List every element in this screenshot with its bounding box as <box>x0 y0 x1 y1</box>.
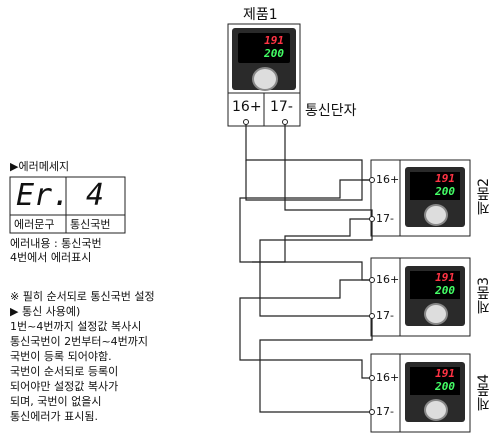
product4-label: 제품4 <box>476 374 492 411</box>
product2-terminal-minus: 17- <box>376 212 394 225</box>
product4-terminal-plus: 16+ <box>376 371 400 384</box>
error-panel-title: ▶에러메세지 <box>10 160 70 173</box>
product4-terminal-minus: 17- <box>376 405 394 418</box>
product1-device-icon: 191 200 <box>232 28 296 91</box>
product1-terminal-plus: 16+ <box>232 99 262 115</box>
note-line-4: 통신국번이 2번부터~4번까지 <box>10 335 149 348</box>
terminal-label: 통신단자 <box>305 103 357 119</box>
note-line-9: 통신에러가 표시됨. <box>10 410 98 423</box>
device-bottom-readout: 200 <box>435 284 455 297</box>
device-dial-icon <box>424 204 448 226</box>
product2-device-icon: 191 200 <box>405 167 465 227</box>
device-dial-icon <box>424 303 448 325</box>
product3-device-icon: 191 200 <box>405 266 465 326</box>
error-label-left: 에러문구 <box>14 218 55 231</box>
error-station-digit: 4 <box>86 178 105 213</box>
product2-label: 제품2 <box>476 178 492 215</box>
device-bottom-readout: 200 <box>435 380 455 393</box>
communication-wires <box>239 122 373 413</box>
error-code-digits: Er. <box>16 178 71 213</box>
device-bottom-readout: 200 <box>435 185 455 198</box>
note-line-7: 되어야만 설정값 복사가 <box>10 380 119 393</box>
note-line-1: ※ 필히 순서되로 통신국번 설정 <box>10 290 155 303</box>
note-line-6: 국번이 순서되로 등록이 <box>10 365 119 378</box>
device-top-readout: 191 <box>435 367 455 380</box>
device-top-readout: 191 <box>435 172 455 185</box>
product1-terminal-minus: 17- <box>270 99 293 115</box>
device-top-readout: 191 <box>435 271 455 284</box>
product3-terminal-plus: 16+ <box>376 273 400 286</box>
product3-terminal-minus: 17- <box>376 309 394 322</box>
note-line-3: 1번~4번까지 설정값 복사시 <box>10 320 142 333</box>
note-line-5: 국번이 등록 되어야함. <box>10 350 112 363</box>
product2-terminal-plus: 16+ <box>376 173 400 186</box>
product1-title: 제품1 <box>243 7 278 23</box>
error-display-box <box>9 176 126 234</box>
note-line-8: 되며, 국번이 없을시 <box>10 395 102 408</box>
product4-device-icon: 191 200 <box>405 362 465 422</box>
error-label-right: 통신국번 <box>70 218 111 231</box>
product3-label: 제품3 <box>476 277 492 314</box>
error-description-line1: 에러내용 : 통신국번 <box>10 237 102 250</box>
device-bottom-readout: 200 <box>264 47 284 60</box>
device-dial-icon <box>252 67 278 91</box>
device-dial-icon <box>424 399 448 421</box>
note-line-2: ▶ 통신 사용예) <box>10 305 81 318</box>
device-top-readout: 191 <box>264 34 284 47</box>
error-description-line2: 4번에서 에러표시 <box>10 251 92 264</box>
